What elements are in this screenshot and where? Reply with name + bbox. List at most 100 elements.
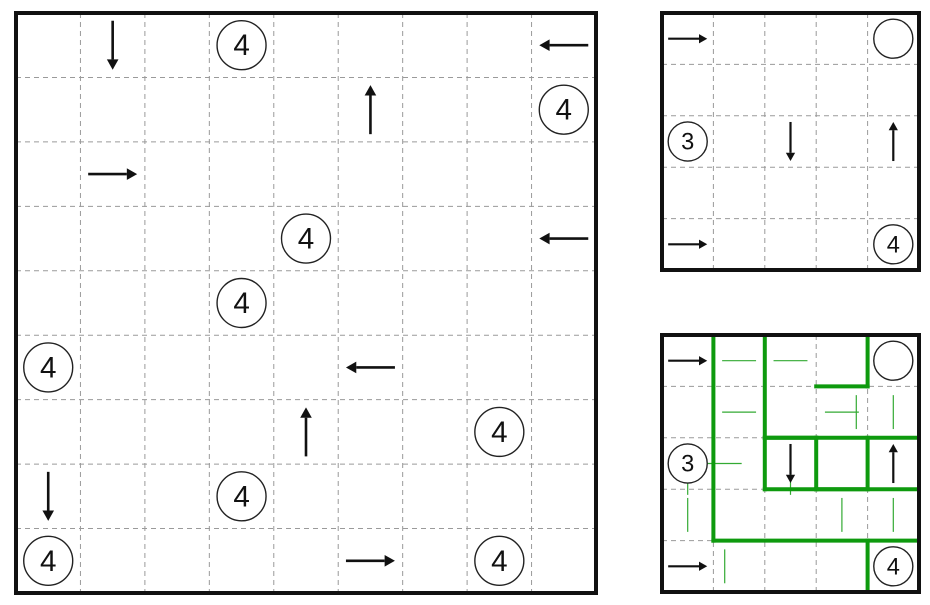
grid-cell[interactable] [144,13,210,78]
grid-cell[interactable] [16,399,81,465]
number-circle-clue[interactable]: 4 [23,342,74,393]
arrow-down-icon [106,20,119,70]
arrow-left-icon [345,361,395,374]
number-circle-clue[interactable]: 4 [216,471,267,522]
grid-cell[interactable] [80,399,145,465]
grid-cell[interactable] [273,141,339,207]
grid-cell[interactable] [467,77,532,142]
grid-cell[interactable] [209,77,274,142]
circle-icon [216,471,267,522]
grid-cell[interactable] [467,270,532,336]
example-solution-grid: 34 [660,333,921,594]
grid-cell[interactable] [144,335,210,400]
grid-cell[interactable] [273,464,339,529]
grid-cell[interactable] [531,141,596,207]
grid-cell[interactable] [80,528,145,593]
grid-cell[interactable] [80,77,145,142]
number-circle-clue[interactable]: 4 [474,406,525,458]
arrow-right-icon [345,554,395,567]
grid-cell[interactable] [273,270,339,336]
circle-number: 4 [556,94,572,127]
grid-cell[interactable] [144,399,210,465]
number-circle-clue: 4 [873,546,914,587]
grid-cell[interactable] [402,399,468,465]
grid-cell[interactable] [338,270,403,336]
grid-cell[interactable] [531,399,596,465]
arrow-right-icon [668,239,708,249]
grid-cell[interactable] [144,141,210,207]
grid-cell[interactable] [209,335,274,400]
grid-cell[interactable] [402,141,468,207]
grid-cell[interactable] [209,528,274,593]
grid-cell[interactable] [531,270,596,336]
grid-cell [764,489,817,541]
arrow-down-icon [42,471,55,521]
grid-cell [764,540,817,592]
grid-cell[interactable] [16,270,81,336]
grid-cell[interactable] [531,464,596,529]
grid-cell[interactable] [467,464,532,529]
grid-cell[interactable] [273,13,339,78]
circle-icon [474,535,525,586]
grid-cell[interactable] [16,141,81,207]
grid-cell [713,13,765,65]
number-circle-clue[interactable]: 4 [216,277,267,329]
grid-cell[interactable] [273,335,339,400]
grid-cell[interactable] [338,13,403,78]
arrow-down-icon [785,443,796,484]
grid-cell[interactable] [402,206,468,271]
grid-cell[interactable] [402,270,468,336]
number-circle-clue[interactable]: 4 [280,213,332,264]
grid-cell[interactable] [402,335,468,400]
grid-cell[interactable] [467,13,532,78]
circle-icon [538,84,589,135]
grid-cell[interactable] [402,464,468,529]
arrow-head [785,474,796,484]
circle-number: 4 [491,416,507,449]
grid-cell[interactable] [273,77,339,142]
number-circle-clue[interactable]: 4 [23,535,74,586]
grid-cell [713,64,765,116]
grid-cell[interactable] [209,141,274,207]
circle-icon [474,406,525,458]
grid-cell[interactable] [338,464,403,529]
grid-cell[interactable] [273,528,339,593]
circle-number: 4 [887,232,900,258]
grid-cell[interactable] [144,270,210,336]
grid-cell[interactable] [467,335,532,400]
grid-cell[interactable] [209,206,274,271]
grid-cell[interactable] [531,528,596,593]
grid-cell[interactable] [402,13,468,78]
number-circle-clue: 4 [873,224,914,265]
grid-cell[interactable] [338,399,403,465]
grid-cell [713,167,765,219]
grid-cell[interactable] [144,77,210,142]
number-circle-clue[interactable]: 4 [474,535,525,586]
grid-cell[interactable] [16,77,81,142]
grid-cell[interactable] [338,141,403,207]
arrow-left-icon [539,39,589,52]
grid-cell[interactable] [16,206,81,271]
number-circle-clue[interactable]: 4 [216,20,267,71]
grid-cell[interactable] [467,141,532,207]
grid-cell[interactable] [531,335,596,400]
grid-cell[interactable] [80,335,145,400]
grid-cell[interactable] [467,206,532,271]
grid-cell[interactable] [16,13,81,78]
number-circle-clue[interactable]: 4 [538,84,589,135]
circle-number: 4 [40,351,56,384]
grid-cell[interactable] [80,270,145,336]
grid-cell[interactable] [80,206,145,271]
grid-cell[interactable] [209,399,274,465]
grid-cell[interactable] [144,528,210,593]
grid-cell[interactable] [338,206,403,271]
grid-cell[interactable] [402,528,468,593]
grid-cell[interactable] [80,464,145,529]
grid-cell[interactable] [402,77,468,142]
arrow-up-icon [888,443,898,484]
grid-cell[interactable] [144,206,210,271]
grid-cell[interactable] [144,464,210,529]
grid-cell [662,386,714,438]
